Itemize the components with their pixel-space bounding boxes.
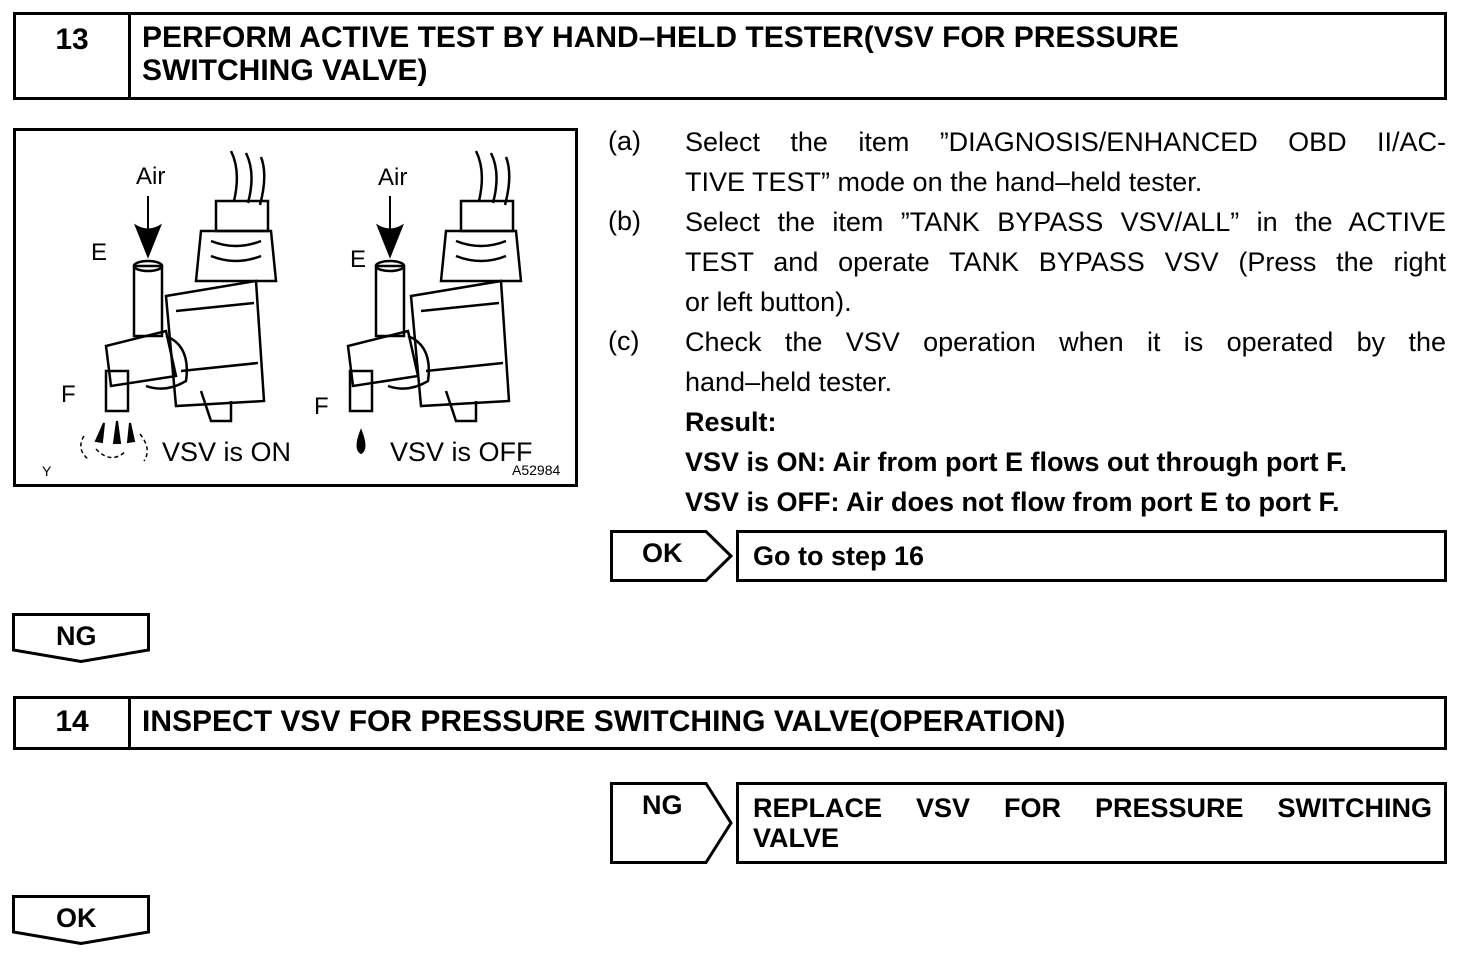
result-off: VSV is OFF: Air does not flow from port … [685, 487, 1340, 517]
step-title-line-1: PERFORM ACTIVE TEST BY HAND–HELD TESTER(… [142, 21, 1179, 54]
ng-action-line-1: REPLACE VSV FOR PRESSURE SWITCHING [753, 793, 1432, 823]
instruction-b-line-2: TEST and operate TANK BYPASS VSV (Press … [685, 247, 1446, 277]
port-f-label-right: F [314, 393, 329, 420]
step-14-header: 14 INSPECT VSV FOR PRESSURE SWITCHING VA… [13, 696, 1447, 750]
instruction-a-line-2: TIVE TEST” mode on the hand–held tester. [685, 167, 1203, 197]
instruction-b-line-1: Select the item ”TANK BYPASS VSV/ALL” in… [685, 207, 1446, 237]
ng-down-tag-step-13: NG [12, 613, 150, 663]
instruction-a-text: Select the item ”DIAGNOSIS/ENHANCED OBD … [685, 122, 1446, 202]
ok-action-text: Go to step 16 [753, 541, 925, 571]
port-e-label-left: E [91, 239, 108, 266]
instruction-c-letter: (c) [608, 326, 640, 356]
figure-id: A52984 [512, 462, 561, 478]
vsv-illustration: Air Air E E F F VSV is ON VSV is OFF Y A… [13, 128, 578, 487]
step-title-line-2: SWITCHING VALVE) [142, 54, 428, 87]
result-block: Result: VSV is ON: Air from port E flows… [685, 402, 1455, 522]
ok-action-box-step-13: Go to step 16 [736, 530, 1447, 582]
instruction-c-text: Check the VSV operation when it is opera… [685, 322, 1446, 402]
ok-arrow-shape [610, 530, 734, 582]
step-number: 13 [16, 15, 131, 97]
result-on: VSV is ON: Air from port E flows out thr… [685, 447, 1347, 477]
ng-tag-step-14: NG [610, 782, 734, 864]
step-13-header: 13 PERFORM ACTIVE TEST BY HAND–HELD TEST… [13, 12, 1447, 100]
ng-action-box-step-14: REPLACE VSV FOR PRESSURE SWITCHING VALVE [736, 782, 1447, 864]
ok-tag-step-13: OK [610, 530, 734, 582]
instruction-a-line-1: Select the item ”DIAGNOSIS/ENHANCED OBD … [685, 127, 1446, 157]
ok-tag-label: OK [642, 538, 683, 568]
instruction-c-line-1: Check the VSV operation when it is opera… [685, 327, 1446, 357]
instruction-c-line-2: hand–held tester. [685, 367, 893, 397]
step-title: PERFORM ACTIVE TEST BY HAND–HELD TESTER(… [142, 21, 1434, 87]
instruction-b-letter: (b) [608, 206, 641, 236]
ng-down-arrow-shape [12, 613, 150, 663]
ng-down-label: NG [56, 621, 97, 651]
step-number: 14 [16, 699, 131, 747]
caption-vsv-off: VSV is OFF [390, 437, 533, 467]
vsv-drawing [80, 150, 523, 462]
instruction-b-line-3: or left button). [685, 287, 852, 317]
ng-arrow-shape [610, 782, 733, 864]
caption-vsv-on: VSV is ON [162, 437, 292, 467]
air-label-right: Air [378, 164, 408, 191]
air-label-left: Air [136, 163, 166, 190]
figure-corner-mark: Y [42, 463, 52, 479]
ok-down-arrow-shape [12, 895, 150, 945]
ok-down-label: OK [56, 903, 97, 933]
instruction-b-text: Select the item ”TANK BYPASS VSV/ALL” in… [685, 202, 1446, 322]
ok-down-tag-step-14: OK [12, 895, 150, 945]
instruction-a-letter: (a) [608, 126, 641, 156]
port-f-label-left: F [61, 381, 76, 408]
ng-action-line-2: VALVE [753, 823, 840, 853]
port-e-label-right: E [350, 246, 367, 273]
ng-tag-label: NG [642, 790, 683, 820]
result-heading: Result: [685, 407, 777, 437]
step-title: INSPECT VSV FOR PRESSURE SWITCHING VALVE… [142, 705, 1066, 738]
ng-action-text: REPLACE VSV FOR PRESSURE SWITCHING VALVE [753, 793, 1432, 853]
